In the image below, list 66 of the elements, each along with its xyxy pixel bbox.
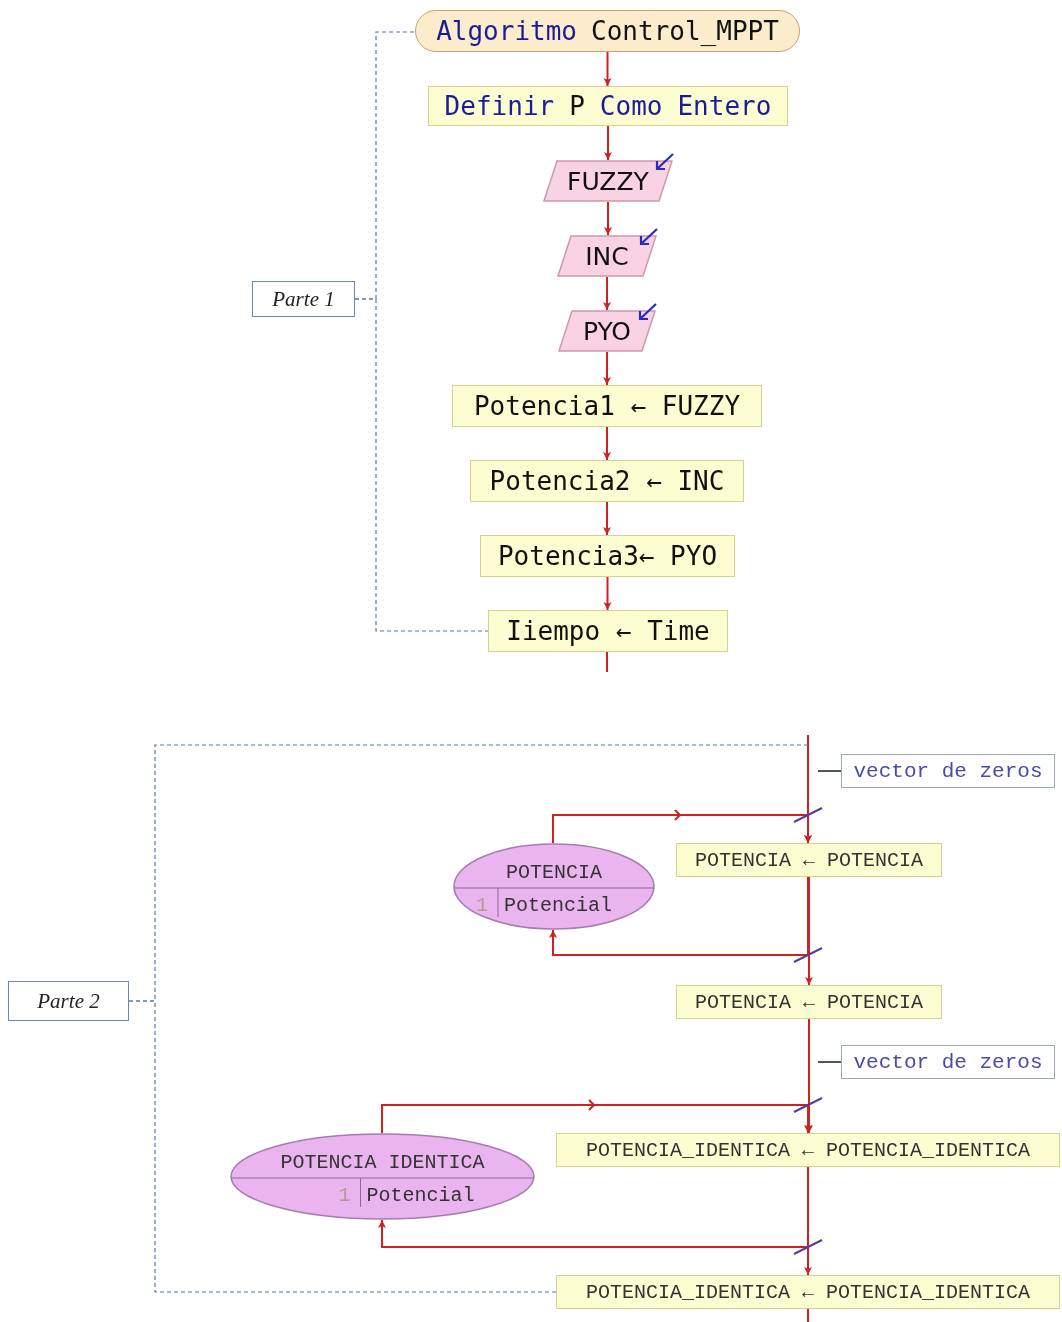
subprocess-ellipse (230, 1133, 535, 1220)
flow-arrow (603, 576, 612, 611)
statement-text: POTENCIA_IDENTICA ← POTENCIA_IDENTICA (585, 1280, 1031, 1304)
variable-name: FUZZY (567, 166, 649, 196)
flow-arrow (603, 351, 611, 386)
statement-text: Iiempo ← Time (506, 616, 710, 646)
comment-box (841, 1045, 1055, 1079)
statement-text: Potencia1 ← FUZZY (473, 391, 741, 421)
flow-arrow (381, 1104, 812, 1134)
flow-arrow (804, 1166, 812, 1276)
comment-text: Parte 2 (37, 988, 100, 1014)
variable-name: PYO (582, 316, 632, 346)
leader-line (817, 1061, 842, 1063)
flow-arrow (805, 1018, 813, 1134)
terminator-box (415, 10, 800, 52)
flow-arrow (603, 501, 611, 536)
statement-text: Potencia2 ← INC (489, 466, 725, 496)
subprocess-ellipse (453, 843, 655, 930)
parameter-index: 1 (476, 896, 488, 916)
parameter-name: Potencial (504, 896, 613, 916)
comment-box (8, 981, 129, 1021)
parameter-name: Potencial (366, 1186, 475, 1206)
comment-box (841, 754, 1055, 788)
input-parallelogram (543, 160, 673, 202)
flow-arrow (604, 201, 612, 236)
statement-text: Control_MPPT (591, 16, 779, 46)
variable-name: INC (585, 241, 629, 271)
comment-bracket-line (128, 1000, 557, 1293)
statement-text: Como (599, 91, 663, 121)
comment-box (252, 281, 355, 317)
statement-text: POTENCIA ← POTENCIA (694, 990, 923, 1014)
flow-arrow (604, 125, 612, 161)
comment-text: vector de zeros (853, 759, 1043, 783)
process-box (470, 460, 744, 502)
process-box (676, 985, 942, 1019)
statement-text: Entero (677, 91, 772, 121)
flow-arrow (603, 51, 612, 87)
statement-text: P (569, 91, 585, 121)
process-box (428, 86, 788, 126)
comment-text: Parte 1 (272, 286, 335, 312)
statement-text: Potencia3← PYO (497, 541, 718, 571)
input-parallelogram (557, 235, 657, 277)
process-box (556, 1133, 1060, 1167)
flow-arrow (805, 876, 813, 986)
flow-arrow (603, 426, 611, 461)
flow-line (807, 1308, 809, 1322)
process-box (556, 1275, 1060, 1309)
flow-line (606, 651, 608, 673)
process-box (488, 610, 728, 652)
statement-text: POTENCIA_IDENTICA ← POTENCIA_IDENTICA (585, 1138, 1031, 1162)
flow-arrow (552, 814, 812, 844)
flow-arrow (549, 876, 809, 956)
subprocess-name: POTENCIA (505, 863, 603, 883)
statement-text: Definir (444, 91, 555, 121)
process-box (452, 385, 762, 427)
leader-line (817, 770, 842, 772)
statement-text: POTENCIA ← POTENCIA (694, 848, 923, 872)
statement-text: Algoritmo (436, 16, 577, 46)
subprocess-name: POTENCIA IDENTICA (279, 1153, 486, 1173)
comment-bracket-line (354, 298, 489, 632)
flow-arrow (603, 276, 611, 311)
comment-text: vector de zeros (853, 1050, 1043, 1074)
parameter-index: 1 (338, 1186, 351, 1206)
process-box (480, 535, 735, 577)
input-parallelogram (558, 310, 656, 352)
process-box (676, 843, 942, 877)
